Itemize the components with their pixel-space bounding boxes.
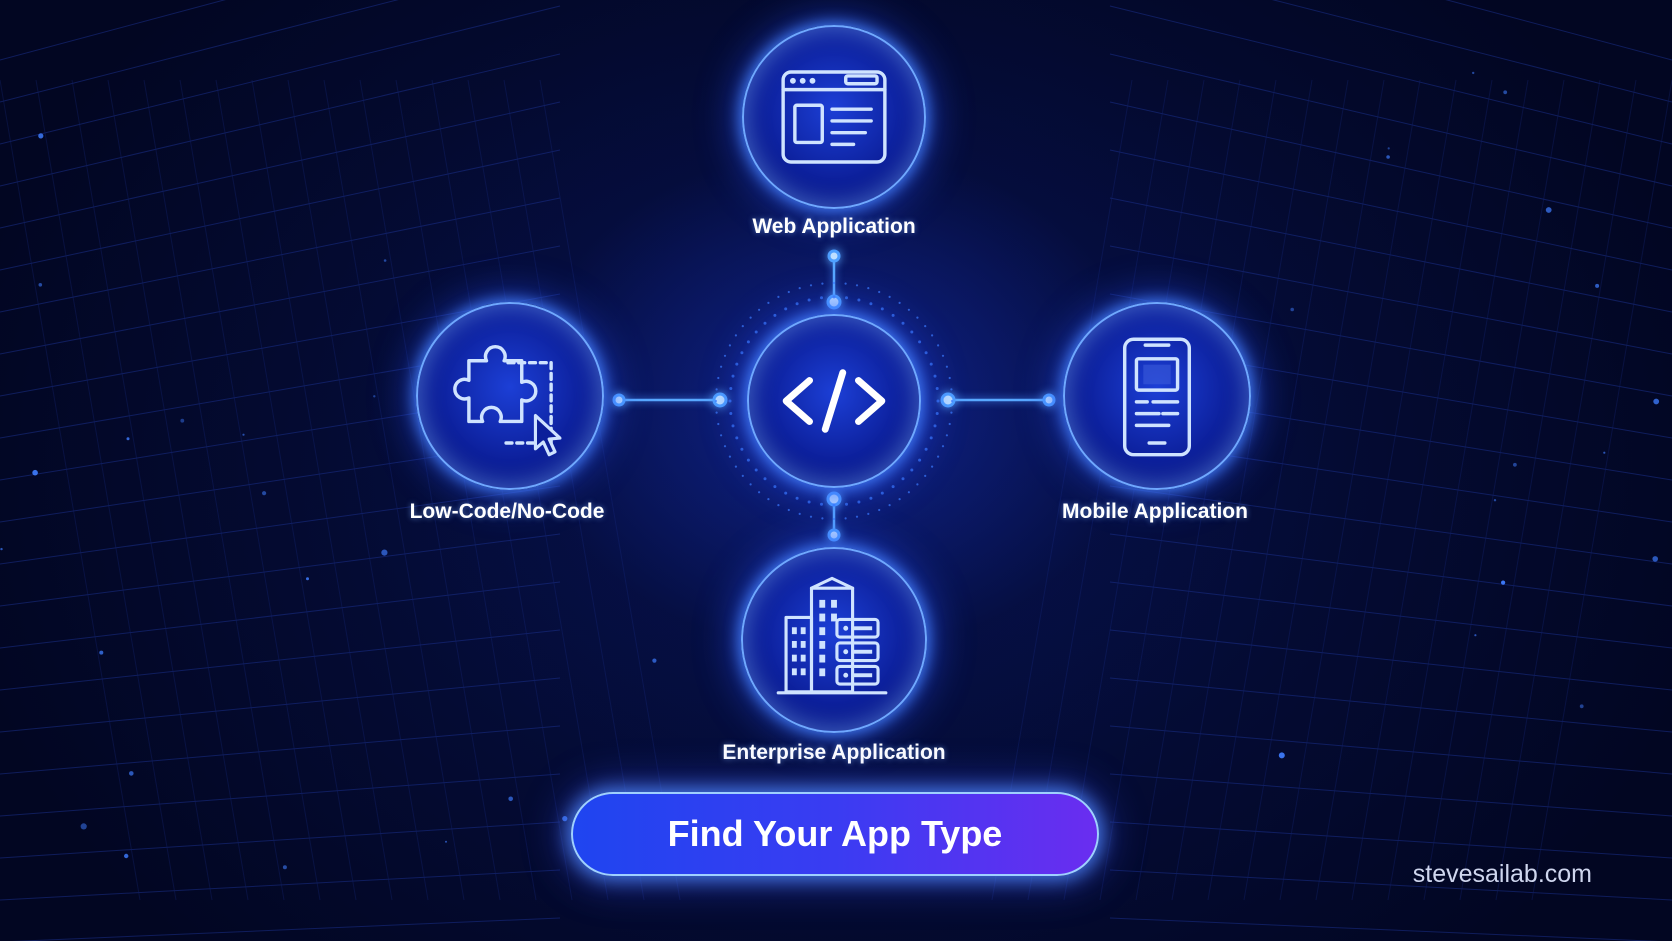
puzzle-cursor-icon (453, 345, 562, 457)
web-application-label: Web Application (752, 215, 916, 238)
connector-dot (827, 528, 841, 542)
connector-dot (827, 249, 841, 263)
enterprise-application-node[interactable] (741, 547, 927, 733)
connector-dot (612, 393, 626, 407)
watermark: stevesailab.com (1412, 860, 1592, 888)
mobile-application-node[interactable] (1063, 302, 1251, 490)
connector-dot (1042, 393, 1056, 407)
find-your-app-type-button[interactable]: Find Your App Type (571, 792, 1099, 876)
low-code-no-code-node[interactable] (416, 302, 604, 490)
connector-dot (826, 491, 842, 507)
buildings-servers-icon (776, 576, 888, 695)
code-brackets-icon (782, 369, 886, 433)
low-code-no-code-label: Low-Code/No-Code (409, 500, 605, 523)
mobile-application-label: Mobile Application (1062, 500, 1248, 523)
browser-window-icon (781, 70, 887, 164)
connector-dot (940, 392, 956, 408)
connector-dot (712, 392, 728, 408)
smartphone-icon (1122, 337, 1192, 457)
central-code-hub (747, 314, 921, 488)
enterprise-application-label: Enterprise Application (722, 741, 946, 764)
web-application-node[interactable] (742, 25, 926, 209)
